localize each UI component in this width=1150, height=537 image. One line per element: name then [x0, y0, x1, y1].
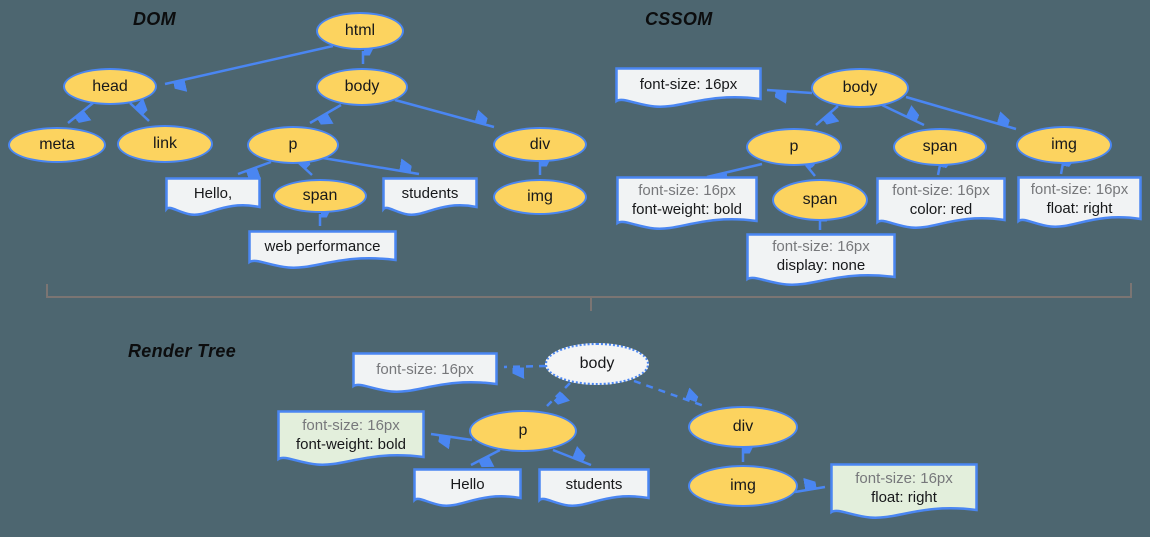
node-label: span: [302, 187, 338, 204]
css-rule-line: color: red: [909, 200, 973, 218]
cssom-node-p: p: [746, 128, 842, 166]
node-label: link: [152, 135, 177, 152]
node-label: p: [288, 136, 298, 153]
render-node-body: body: [545, 343, 649, 385]
css-rule-line: font-weight: bold: [295, 435, 407, 453]
cssom-section-title: CSSOM: [645, 9, 713, 29]
css-rule-line: float: right: [1046, 199, 1113, 217]
node-label: meta: [39, 136, 75, 153]
css-rule-line: font-size: 16px: [302, 416, 400, 434]
text-node-label: Hello,: [193, 184, 233, 202]
cssom-rule-p: font-size: 16px font-weight: bold: [616, 176, 758, 232]
dom-node-span: span: [273, 179, 367, 213]
css-rule-line: font-size: 16px: [892, 181, 990, 199]
render-node-p: p: [469, 410, 577, 452]
render-textnode-hello: Hello: [413, 468, 522, 509]
node-label: body: [842, 79, 878, 96]
css-rule-line: display: none: [776, 257, 866, 274]
dom-node-body: body: [316, 68, 408, 106]
css-rule-line: font-size: 16px: [376, 360, 474, 378]
node-label: img: [730, 477, 756, 494]
dom-node-div: div: [493, 127, 587, 162]
css-rule-line: font-size: 16px: [638, 181, 736, 199]
render-node-img: img: [688, 465, 798, 507]
cssom-rule-img: font-size: 16px float: right: [1017, 176, 1142, 230]
render-textnode-students: students: [538, 468, 650, 509]
cssom-node-img: img: [1016, 126, 1112, 164]
node-label: span: [802, 191, 838, 208]
css-rule-line: font-size: 16px: [855, 469, 953, 487]
node-label: html: [344, 22, 376, 39]
dom-node-head: head: [63, 68, 157, 105]
text-node-label: Hello: [450, 475, 485, 493]
node-label: img: [1051, 136, 1077, 153]
node-label: span: [922, 138, 958, 155]
text-node-label: students: [401, 184, 459, 202]
css-rule-line: font-weight: bold: [631, 200, 743, 218]
node-label: div: [529, 135, 551, 153]
cssom-rule-span-child: font-size: 16px display: none: [746, 233, 896, 288]
node-label: head: [92, 77, 128, 95]
node-label: p: [789, 138, 799, 155]
render-rule-p: font-size: 16px font-weight: bold: [277, 410, 425, 468]
dom-node-link: link: [117, 125, 213, 163]
node-label: body: [579, 355, 615, 372]
cssom-node-span: span: [893, 128, 987, 166]
dom-node-p: p: [247, 126, 339, 164]
dom-section-title: DOM: [133, 9, 176, 29]
render-tree-section-title: Render Tree: [128, 341, 237, 361]
css-rule-line: font-size: 16px: [1030, 180, 1129, 198]
text-node-label: students: [565, 475, 623, 493]
css-rule-line: font-size: 16px: [639, 75, 738, 93]
render-rule-img: font-size: 16px float: right: [830, 463, 978, 521]
dom-node-meta: meta: [8, 127, 106, 163]
css-rule-line: float: right: [871, 488, 937, 506]
dom-node-img: img: [493, 179, 587, 215]
cssom-node-span-child: span: [772, 179, 868, 221]
dom-textnode-web-performance: web performance: [248, 230, 397, 271]
cssom-node-body: body: [811, 68, 909, 108]
dom-textnode-students: students: [382, 177, 478, 218]
text-node-label: web performance: [264, 237, 381, 255]
dom-node-html: html: [316, 12, 404, 50]
dom-textnode-hello: Hello,: [165, 177, 261, 218]
render-node-div: div: [688, 406, 798, 448]
css-rule-line: font-size: 16px: [772, 238, 870, 255]
render-rule-body: font-size: 16px: [352, 352, 498, 395]
node-label: div: [732, 418, 754, 435]
node-label: img: [527, 188, 553, 205]
cssom-rule-body: font-size: 16px: [615, 67, 762, 110]
node-label: p: [518, 422, 528, 439]
node-label: body: [344, 78, 380, 95]
cssom-rule-span: font-size: 16px color: red: [876, 177, 1006, 231]
